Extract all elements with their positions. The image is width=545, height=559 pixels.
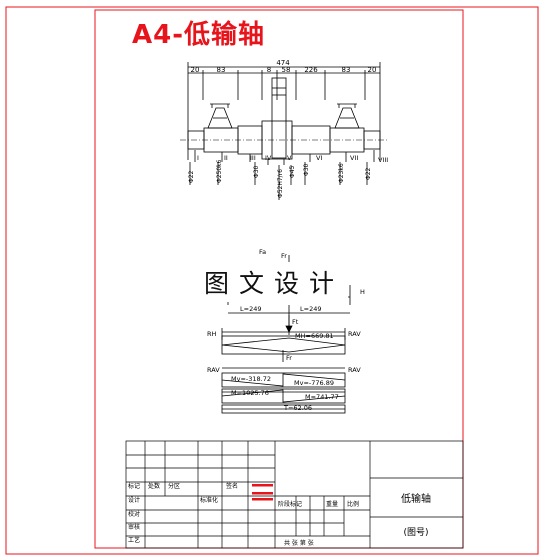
dim-6: 83	[342, 66, 351, 74]
section-label: VI	[316, 154, 322, 162]
title-block-text: 标记 处数 分区 签名 设计 校对 审核 工艺 标准化 阶段标记 重量 比例 共…	[128, 482, 359, 547]
m-right-label: M=741.77	[305, 393, 339, 401]
diameter-label: Φ23k6	[338, 163, 345, 183]
dim-total: 474	[276, 59, 290, 67]
dim-left: L=249	[240, 305, 261, 313]
section-label: V	[287, 154, 292, 162]
section-label: I	[197, 154, 199, 162]
force-labels: Fa Fr H L=249 L=249 Ft Fr RH RAV RAV RAV…	[207, 248, 365, 412]
row-label: 审核	[128, 523, 140, 531]
dim-right: L=249	[300, 305, 321, 313]
section-label: IV	[265, 154, 272, 162]
mh-label: MH=669.81	[295, 332, 334, 340]
section-label: III	[250, 154, 256, 162]
force-diagram	[221, 255, 351, 414]
scale-label: 比例	[347, 500, 359, 508]
row-label: 工艺	[128, 536, 140, 544]
header-label: 标记	[128, 482, 140, 490]
page-title: A4-低输轴	[132, 20, 266, 50]
dim-4: 58	[282, 66, 291, 74]
top-dimensions: 474 20 83 8 58 226 83 20	[191, 59, 377, 74]
diameter-label: Φ45	[289, 165, 296, 178]
std-label: 标准化	[200, 496, 218, 504]
mv-right-label: Mv=-776.89	[294, 379, 334, 387]
watermark-banner: 图文设计	[200, 262, 349, 302]
mv-left-label: Mv=-318.72	[231, 375, 271, 383]
dim-2: 83	[217, 66, 226, 74]
drawing-number: (图号)	[403, 527, 428, 538]
diameter-label: Φ22	[188, 170, 195, 183]
torque-label: T=62.06	[283, 404, 312, 412]
rv-right-label: RAV	[348, 366, 361, 374]
part-name: 低输轴	[401, 492, 431, 505]
title-block	[125, 440, 464, 549]
section-label: VIII	[378, 156, 388, 164]
diameter-labels: Φ22 Φ250k6 Φ30 Φ52H7/r6 Φ45 Φ30 Φ23k6 Φ2…	[188, 159, 372, 198]
header-label: 处数	[148, 482, 160, 490]
stage-label: 阶段标记	[278, 500, 302, 508]
fa-label: Fa	[259, 248, 266, 256]
shaft-drawing	[180, 62, 388, 200]
diameter-label: Φ30	[303, 163, 310, 176]
rv-left-label: RAV	[207, 366, 220, 374]
header-label: 签名	[226, 482, 238, 490]
weight-label: 重量	[326, 500, 338, 508]
dim-3: 8	[267, 66, 271, 74]
dim-1: 20	[191, 66, 200, 74]
h-label: H	[360, 288, 365, 296]
sheets-label: 共 张 第 张	[284, 539, 314, 547]
section-labels: I II III IV V VI VII VIII	[197, 154, 388, 164]
dim-7: 20	[368, 66, 377, 74]
section-label: II	[224, 154, 228, 162]
dim-5: 226	[304, 66, 318, 74]
diameter-label: Φ30	[253, 165, 260, 178]
diameter-label: Φ250k6	[216, 159, 223, 183]
row-label: 设计	[128, 496, 140, 504]
outer-border	[5, 6, 539, 555]
row-label: 校对	[128, 510, 140, 518]
title-block-red-accents	[252, 484, 273, 501]
section-label: VII	[350, 154, 358, 162]
ft-label: Ft	[292, 318, 299, 326]
fr-label: Fr	[286, 354, 292, 362]
diameter-label: Φ22	[365, 167, 372, 180]
fr-top-label: Fr	[281, 252, 287, 260]
rh-right-label: RAV	[348, 330, 361, 338]
m-left-label: M=1025.76	[231, 389, 269, 397]
diameter-label: Φ52H7/r6	[277, 169, 284, 198]
rh-left-label: RH	[207, 330, 217, 338]
header-label: 分区	[168, 482, 180, 490]
